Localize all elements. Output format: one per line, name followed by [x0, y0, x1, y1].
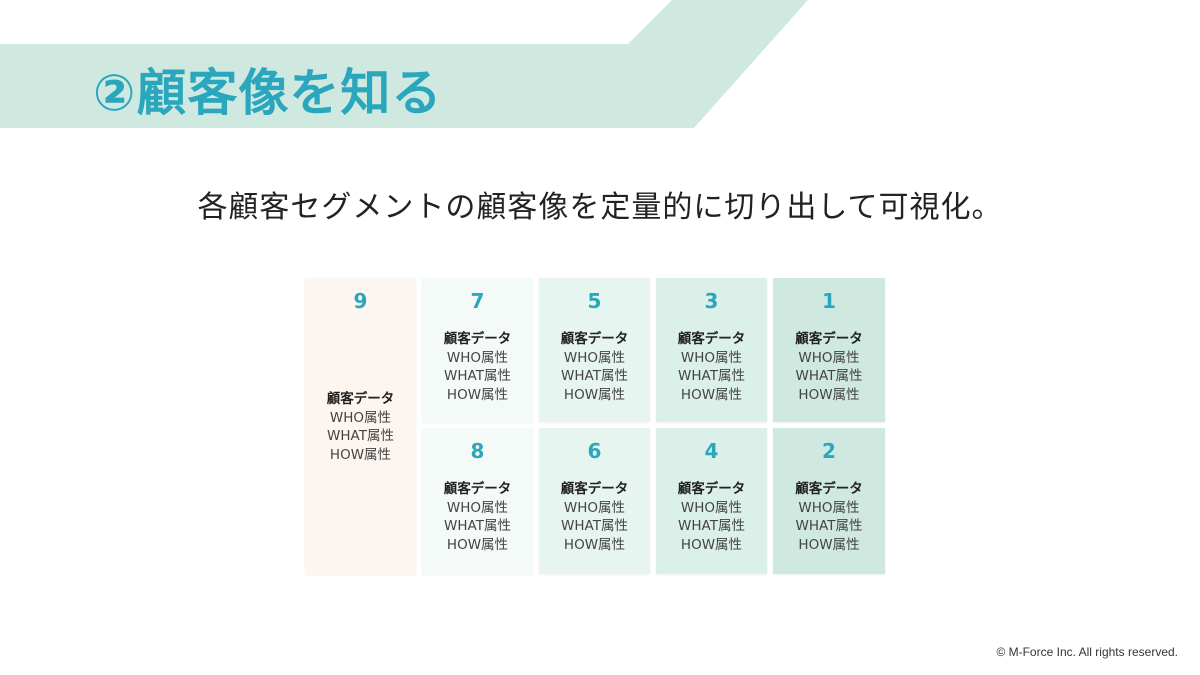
segment-attr-what: WHAT属性 [561, 368, 628, 384]
segment-attr-how: HOW属性 [798, 386, 860, 403]
segment-attr-how: HOW属性 [798, 536, 860, 553]
segment-attr-who: WHO属性 [446, 499, 509, 516]
segment-number: 3 [704, 289, 719, 313]
segment-info: 顧客データ WHO属性 WHAT属性 HOW属性 [539, 480, 650, 554]
segment-attr-who: WHO属性 [680, 349, 743, 366]
segment-info: 顧客データ WHO属性 WHAT属性 HOW属性 [305, 390, 416, 464]
segment-heading: 顧客データ [795, 331, 863, 347]
segment-heading: 顧客データ [443, 481, 512, 497]
segment-cell-6: 6 顧客データ WHO属性 WHAT属性 HOW属性 [539, 428, 650, 574]
segment-attr-what: WHAT属性 [795, 368, 863, 384]
segment-cell-7: 7 顧客データ WHO属性 WHAT属性 HOW属性 [422, 278, 533, 422]
page-subtitle: 各顧客セグメントの顧客像を定量的に切り出して可視化。 [197, 190, 1003, 225]
segment-heading: 顧客データ [677, 331, 746, 347]
segment-number: 7 [470, 289, 485, 313]
segment-cell-1: 1 顧客データ WHO属性 WHAT属性 HOW属性 [773, 278, 885, 422]
segment-attr-who: WHO属性 [563, 349, 626, 366]
segment-number: 2 [822, 439, 836, 463]
banner-shape [0, 0, 808, 128]
segment-attr-how: HOW属性 [563, 536, 626, 553]
segment-attr-who: WHO属性 [798, 349, 860, 366]
page-title: ②顧客像を知る [93, 64, 443, 122]
segment-number: 6 [587, 439, 602, 463]
segment-attr-how: HOW属性 [680, 386, 743, 403]
title-banner [0, 0, 820, 130]
segment-info: 顧客データ WHO属性 WHAT属性 HOW属性 [656, 330, 767, 404]
segment-cell-4: 4 顧客データ WHO属性 WHAT属性 HOW属性 [656, 428, 767, 574]
segment-attr-how: HOW属性 [446, 536, 509, 553]
segment-attr-how: HOW属性 [680, 536, 743, 553]
segment-heading: 顧客データ [443, 331, 512, 347]
segment-info: 顧客データ WHO属性 WHAT属性 HOW属性 [656, 480, 767, 554]
segment-cell-2: 2 顧客データ WHO属性 WHAT属性 HOW属性 [773, 428, 885, 574]
segment-attr-who: WHO属性 [446, 349, 509, 366]
segment-attr-who: WHO属性 [798, 499, 860, 516]
segment-attr-what: WHAT属性 [444, 518, 511, 534]
segment-grid: 9 顧客データ WHO属性 WHAT属性 HOW属性 7 顧客データ WHO属性… [305, 278, 885, 580]
segment-cell-8: 8 顧客データ WHO属性 WHAT属性 HOW属性 [422, 428, 533, 574]
segment-attr-how: HOW属性 [563, 386, 626, 403]
segment-heading: 顧客データ [560, 481, 629, 497]
segment-cell-9: 9 顧客データ WHO属性 WHAT属性 HOW属性 [305, 278, 416, 574]
segment-heading: 顧客データ [677, 481, 746, 497]
segment-info: 顧客データ WHO属性 WHAT属性 HOW属性 [422, 480, 533, 554]
segment-attr-who: WHO属性 [329, 409, 392, 426]
segment-attr-who: WHO属性 [563, 499, 626, 516]
segment-heading: 顧客データ [795, 481, 863, 497]
segment-heading: 顧客データ [326, 391, 395, 407]
segment-heading: 顧客データ [560, 331, 629, 347]
segment-attr-how: HOW属性 [329, 446, 392, 463]
segment-info: 顧客データ WHO属性 WHAT属性 HOW属性 [422, 330, 533, 404]
copyright-notice: © M-Force Inc. All rights reserved. [996, 645, 1178, 659]
segment-cell-5: 5 顧客データ WHO属性 WHAT属性 HOW属性 [539, 278, 650, 422]
segment-info: 顧客データ WHO属性 WHAT属性 HOW属性 [773, 480, 885, 554]
segment-attr-how: HOW属性 [446, 386, 509, 403]
segment-attr-what: WHAT属性 [795, 518, 863, 534]
segment-attr-what: WHAT属性 [444, 368, 511, 384]
segment-number: 5 [587, 289, 602, 313]
segment-number: 4 [704, 439, 719, 463]
segment-number: 1 [822, 289, 836, 313]
segment-attr-what: WHAT属性 [561, 518, 628, 534]
segment-cell-3: 3 顧客データ WHO属性 WHAT属性 HOW属性 [656, 278, 767, 422]
segment-number: 8 [470, 439, 485, 463]
segment-attr-what: WHAT属性 [327, 428, 394, 444]
segment-number: 9 [353, 289, 368, 313]
segment-info: 顧客データ WHO属性 WHAT属性 HOW属性 [539, 330, 650, 404]
segment-attr-who: WHO属性 [680, 499, 743, 516]
segment-attr-what: WHAT属性 [678, 368, 745, 384]
segment-attr-what: WHAT属性 [678, 518, 745, 534]
segment-info: 顧客データ WHO属性 WHAT属性 HOW属性 [773, 330, 885, 404]
